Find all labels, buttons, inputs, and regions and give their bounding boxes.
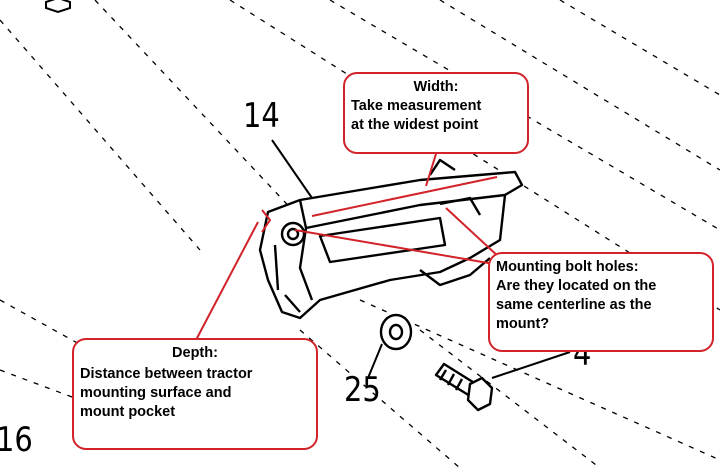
annotation-lines [195, 153, 501, 341]
width-callout-title: Width: [413, 79, 459, 95]
part-number-16: 16 [0, 420, 33, 460]
width-measure-line [311, 176, 498, 217]
part-number-14: 14 [243, 96, 280, 136]
mount-bracket-drawing [258, 158, 524, 320]
depth-pointer-line [195, 221, 259, 341]
leader-line-25 [367, 343, 383, 379]
width-pointer-line [425, 153, 437, 187]
width-callout: Width: Take measurement at the widest po… [343, 72, 529, 154]
depth-callout-line2: mounting surface and [80, 385, 232, 401]
bolt-callout-line3: same centerline as the [496, 297, 652, 313]
depth-callout-line3: mount pocket [80, 404, 176, 420]
depth-bracket-mark [261, 209, 272, 233]
bolt-callout-line1: Mounting bolt holes: [496, 259, 639, 275]
depth-callout-title: Depth: [172, 345, 218, 361]
depth-callout: Depth: Distance between tractor mounting… [72, 338, 318, 450]
depth-callout-line1: Distance between tractor [80, 366, 253, 382]
leader-line-14 [271, 139, 313, 199]
bolt-callout-line4: mount? [496, 316, 550, 332]
washer-icon [379, 313, 413, 351]
bolt-callout-line2: Are they located on the [496, 278, 657, 294]
leader-line-4 [491, 351, 571, 379]
width-callout-line2: at the widest point [351, 117, 479, 133]
part-number-25: 25 [344, 370, 381, 410]
nut-icon [45, 0, 71, 14]
bolt-icon [434, 362, 494, 412]
bolt-pointer-line-2 [445, 207, 501, 259]
bolt-pointer-line-1 [294, 229, 501, 266]
width-callout-line1: Take measurement [351, 98, 482, 114]
bolt-holes-callout: Mounting bolt holes: Are they located on… [488, 252, 714, 352]
